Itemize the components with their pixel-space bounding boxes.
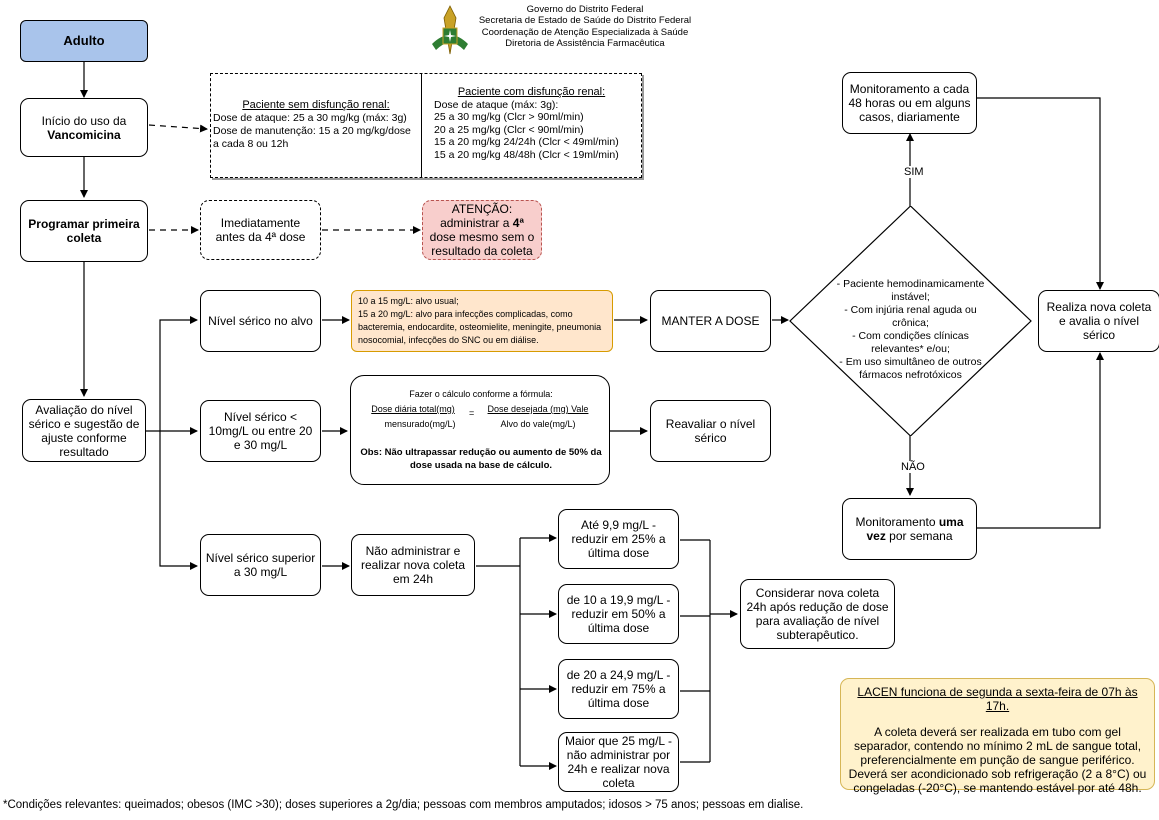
reducao-25-label: Até 9,9 mg/L - reduzir em 25% a última d…: [571, 518, 666, 560]
alvo-info-line-1: 10 a 15 mg/L: alvo usual;: [358, 296, 459, 306]
formula-den-right: Alvo do vale(mg/L): [500, 419, 576, 429]
reavaliar-node: Reavaliar o nível sérico: [650, 400, 771, 462]
sem-line-1: Dose de ataque: 25 a 30 mg/kg (máx: 3g): [213, 112, 407, 124]
reavaliar-label: Reavaliar o nível sérico: [665, 417, 756, 445]
formula-node: Fazer o cálculo conforme a fórmula: Dose…: [350, 375, 610, 485]
monitoramento-48h-node: Monitoramento a cada 48 horas ou em algu…: [842, 72, 977, 134]
superior-label: Nível sérico superior a 30 mg/L: [205, 551, 316, 579]
imediatamente-label: Imediatamente antes da 4ª dose: [215, 216, 306, 244]
monit-semana-c: por semana: [885, 529, 953, 543]
atencao-node: ATENÇÃO: administrar a 4ª dose mesmo sem…: [422, 200, 542, 260]
paciente-doses-box: Paciente sem disfunção renal: Dose de at…: [210, 73, 642, 178]
atencao-text-c: dose mesmo sem o resultado da coleta: [429, 230, 535, 258]
monitoramento-semana-node: Monitoramento uma vez por semana: [842, 498, 977, 560]
abaixo-label: Nível sérico < 10mg/L ou entre 20 e 30 m…: [208, 410, 313, 452]
formula-left: Dose diária total(mg) mensurado(mg/L): [365, 404, 461, 430]
header-line-3: Coordenação de Atenção Especializada à S…: [481, 26, 689, 38]
manter-dose-label: MANTER A DOSE: [661, 314, 760, 328]
formula-title: Fazer o cálculo conforme a fórmula:: [409, 389, 553, 399]
adulto-node: Adulto: [20, 20, 148, 62]
monitoramento-48h-label: Monitoramento a cada 48 horas ou em algu…: [848, 82, 971, 124]
header-line-4: Diretoria de Assistência Farmacêutica: [505, 37, 665, 49]
formula-obs: Obs: Não ultrapassar redução ou aumento …: [360, 447, 602, 471]
nao-administrar-24h-node: Maior que 25 mg/L - não administrar por …: [558, 732, 679, 792]
nao-administrar-label: Não administrar e realizar nova coleta e…: [360, 544, 466, 586]
com-disfuncao-section: Paciente com disfunção renal: Dose de at…: [422, 74, 641, 177]
inicio-line-a: Início do uso da: [41, 113, 127, 128]
header-line-1: Governo do Distrito Federal: [526, 4, 644, 15]
alvo-info-node: 10 a 15 mg/L: alvo usual; 15 a 20 mg/L: …: [351, 290, 613, 352]
sim-label: SIM: [902, 166, 926, 178]
atencao-title: ATENÇÃO:: [451, 202, 513, 216]
alvo-node: Nível sérico no alvo: [200, 290, 321, 352]
com-line-4: 15 a 20 mg/kg 24/24h (Clcr < 49ml/min): [434, 136, 619, 148]
considerar-label: Considerar nova coleta 24h após redução …: [746, 586, 889, 642]
com-title: Paciente com disfunção renal:: [457, 86, 606, 98]
sem-line-2: Dose de manutenção: 15 a 20 mg/kg/dose: [213, 125, 411, 137]
reducao-75-node: de 20 a 24,9 mg/L - reduzir em 75% a últ…: [558, 659, 679, 719]
com-line-3: 20 a 25 mg/kg (Clcr < 90ml/min): [434, 123, 584, 136]
decision-label: - Paciente hemodinamicamente instável; -…: [836, 278, 985, 381]
programar-label: Programar primeira coleta: [28, 217, 140, 245]
alvo-info-line-2: 15 a 20 mg/L: alvo para infecções compli…: [358, 309, 602, 345]
inicio-node: Início do uso da Vancomicina: [20, 98, 148, 157]
formula-right: Dose desejada (mg) Vale Alvo do vale(mg/…: [483, 404, 593, 430]
header-line-2: Secretaria de Estado de Saúde do Distrit…: [478, 15, 692, 27]
com-line-5: 15 a 20 mg/kg 48/48h (Clcr < 19ml/min): [434, 148, 619, 161]
sem-disfuncao-section: Paciente sem disfunção renal: Dose de at…: [211, 74, 422, 177]
manter-dose-node: MANTER A DOSE: [650, 290, 771, 352]
header-text: Governo do Distrito Federal Secretaria d…: [474, 4, 696, 49]
com-line-2: 25 a 30 mg/kg (Clcr > 90ml/min): [434, 111, 584, 123]
lacen-title: LACEN funciona de segunda a sexta-feira …: [857, 685, 1138, 713]
nao-label: NÃO: [899, 461, 927, 473]
reducao-25-node: Até 9,9 mg/L - reduzir em 25% a última d…: [558, 509, 679, 569]
realiza-coleta-label: Realiza nova coleta e avalia o nível sér…: [1046, 300, 1152, 342]
sem-line-3: a cada 8 ou 12h: [213, 138, 289, 150]
lacen-body: A coleta deverá ser realizada em tubo co…: [848, 725, 1147, 795]
decision-diamond: - Paciente hemodinamicamente instável; -…: [789, 205, 1032, 437]
adulto-label: Adulto: [63, 33, 105, 48]
avaliacao-node: Avaliação do nível sérico e sugestão de …: [22, 399, 146, 462]
reducao-50-node: de 10 a 19,9 mg/L - reduzir em 50% a últ…: [558, 584, 679, 644]
formula-eq: =: [469, 408, 475, 418]
sem-title: Paciente sem disfunção renal:: [242, 99, 390, 111]
reducao-75-label: de 20 a 24,9 mg/L - reduzir em 75% a últ…: [566, 668, 671, 710]
realiza-coleta-node: Realiza nova coleta e avalia o nível sér…: [1038, 290, 1159, 352]
formula-num-left: Dose diária total(mg): [371, 404, 455, 414]
abaixo-node: Nível sérico < 10mg/L ou entre 20 e 30 m…: [200, 400, 321, 462]
monit-semana-b: uma vez: [866, 515, 964, 543]
atencao-text-a: administrar a: [440, 216, 513, 230]
reducao-50-label: de 10 a 19,9 mg/L - reduzir em 50% a últ…: [566, 593, 671, 635]
atencao-text-b: 4ª: [512, 216, 524, 230]
avaliacao-label: Avaliação do nível sérico e sugestão de …: [28, 402, 140, 459]
considerar-node: Considerar nova coleta 24h após redução …: [740, 579, 895, 649]
com-line-1: Dose de ataque (máx: 3g):: [434, 98, 559, 111]
formula-den-left: mensurado(mg/L): [384, 419, 456, 429]
formula-num-right: Dose desejada (mg) Vale: [487, 404, 589, 414]
lacen-note: LACEN funciona de segunda a sexta-feira …: [840, 678, 1155, 795]
programar-node: Programar primeira coleta: [20, 200, 148, 262]
imediatamente-node: Imediatamente antes da 4ª dose: [200, 200, 321, 260]
nao-administrar-node: Não administrar e realizar nova coleta e…: [351, 534, 475, 596]
superior-node: Nível sérico superior a 30 mg/L: [200, 534, 321, 596]
nao-administrar-24h-label: Maior que 25 mg/L - não administrar por …: [565, 734, 672, 790]
footnote: *Condições relevantes: queimados; obesos…: [3, 799, 804, 811]
inicio-line-b: Vancomicina: [47, 127, 121, 142]
gdf-coat-of-arms-icon: [430, 4, 470, 56]
alvo-label: Nível sérico no alvo: [208, 314, 313, 328]
monit-semana-a: Monitoramento: [855, 515, 939, 529]
